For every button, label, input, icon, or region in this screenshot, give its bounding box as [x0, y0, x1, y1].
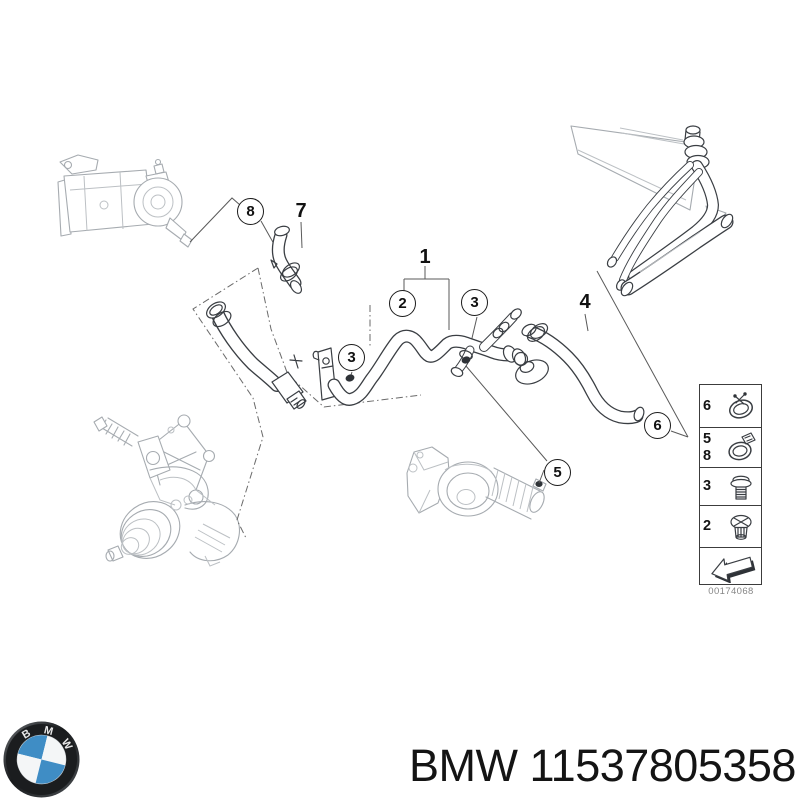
hose-4-drawing — [521, 323, 645, 425]
legend-row-arrow — [700, 548, 761, 584]
flange-bolt-icon — [720, 468, 761, 506]
elbow-hose-drawing — [270, 225, 303, 294]
water-pump-drawing — [93, 414, 241, 567]
legend-label-2: 2 — [703, 518, 712, 534]
direction-arrow-icon — [700, 549, 761, 583]
callout-circle-6: 6 — [644, 412, 671, 439]
leader-lines — [189, 197, 689, 484]
legend-label-6: 6 — [703, 397, 712, 414]
roundel-quadrant-blue-1 — [18, 735, 48, 760]
heater-core-drawing — [570, 125, 734, 297]
legend-label-8: 8 — [703, 447, 712, 464]
main-hose-drawing — [327, 308, 549, 406]
legend-label-5: 5 — [703, 430, 712, 447]
callout-circle-3-left: 3 — [338, 344, 365, 371]
callout-circle-8: 8 — [237, 198, 264, 225]
roundel-letter-m: M — [43, 724, 55, 738]
detail-frame-dashes — [192, 267, 422, 539]
legend-row-3: 3 — [700, 468, 761, 506]
drawing-number: 00174068 — [708, 586, 754, 597]
roundel-quadrant-blue-2 — [35, 759, 65, 784]
legend-row-5-8: 5 8 — [700, 428, 761, 468]
legend-row-6: 6 — [700, 385, 761, 428]
spring-clamp-icon — [720, 387, 761, 425]
left-hose-drawing — [206, 301, 307, 410]
legend-row-2: 2 — [700, 506, 761, 548]
callout-circle-3-right: 3 — [461, 289, 488, 316]
fasteners-legend: 6 5 8 — [699, 384, 762, 585]
throttle-body-drawing — [406, 446, 547, 520]
part-number-text: BMW 11537805358 — [409, 740, 796, 791]
valve-unit-drawing — [57, 154, 193, 248]
legend-label-3: 3 — [703, 478, 712, 494]
callout-circle-2: 2 — [389, 290, 416, 317]
callout-circle-5: 5 — [544, 459, 571, 486]
worm-clamp-icon — [720, 429, 761, 467]
bmw-roundel-logo: B M W — [3, 721, 80, 798]
callout-label-1: 1 — [419, 246, 431, 268]
sealing-plug-icon — [720, 508, 761, 546]
callout-label-4: 4 — [579, 291, 591, 313]
callout-label-7: 7 — [295, 200, 307, 222]
